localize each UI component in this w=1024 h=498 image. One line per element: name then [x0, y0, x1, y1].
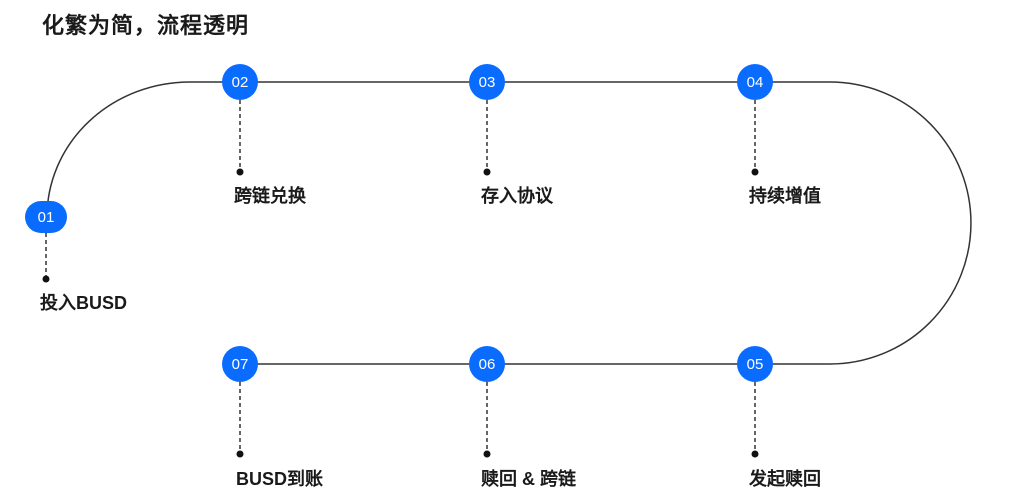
step-01-label: 投入BUSD: [40, 293, 128, 313]
step-06-badge: 06: [469, 346, 505, 382]
step-04-label: 持续增值: [749, 186, 821, 206]
step-03-badge: 03: [469, 64, 505, 100]
step-02-badge: 02: [222, 64, 258, 100]
step-05-badge: 05: [737, 346, 773, 382]
page-title: 化繁为简，流程透明: [42, 13, 250, 38]
step-04-badge: 04: [737, 64, 773, 100]
step-02-label: 跨链兑换: [234, 186, 306, 206]
connector-dots: [42, 168, 759, 458]
step-06-label: 赎回 & 跨链: [481, 469, 577, 489]
step-01-badge: 01: [25, 201, 67, 233]
step-07-label: BUSD到账: [236, 469, 324, 489]
step-03-label: 存入协议: [481, 186, 553, 206]
step-07-badge: 07: [222, 346, 258, 382]
connector-lines: [45, 100, 756, 454]
track-path: [46, 81, 972, 365]
step-05-label: 发起赎回: [749, 469, 821, 489]
